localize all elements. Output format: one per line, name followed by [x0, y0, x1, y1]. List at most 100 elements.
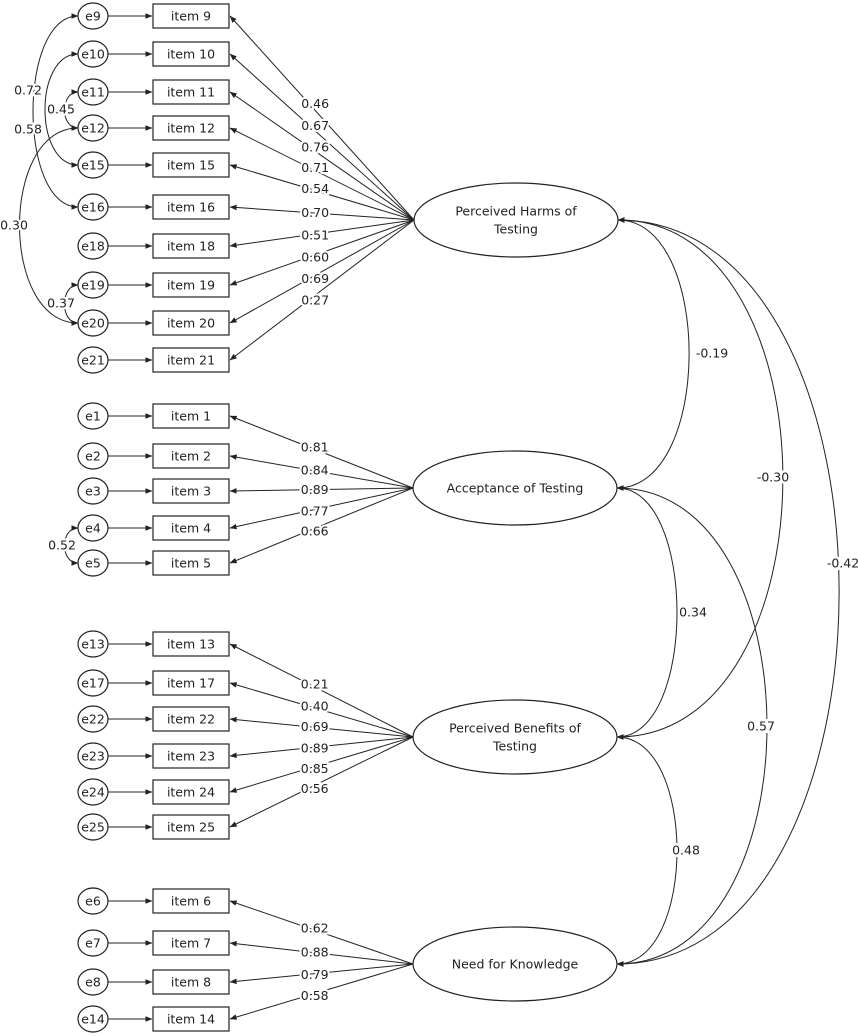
- error-term-label: e12: [81, 121, 105, 136]
- error-term-ellipse: [77, 402, 109, 430]
- latent-factor-label: Perceived Benefits of: [449, 721, 581, 736]
- observed-item-box: [152, 743, 230, 769]
- latent-factor-label: Testing: [493, 222, 538, 237]
- error-term-label: e18: [81, 239, 105, 254]
- error-covariance-value: 0.45: [47, 102, 75, 117]
- error-term-label: e19: [81, 278, 105, 293]
- factor-correlation-curve: [616, 217, 784, 740]
- error-term-label: e22: [81, 712, 105, 727]
- latent-factor-ellipse: [412, 450, 618, 526]
- error-term-ellipse: [77, 114, 109, 142]
- error-term-ellipse: [77, 309, 109, 337]
- observed-item-label: item 12: [167, 121, 215, 136]
- observed-item-box: [152, 814, 230, 840]
- factor-correlation-value: 0.34: [679, 605, 707, 620]
- error-term-label: e8: [85, 975, 101, 990]
- factor-loading-value: 0.76: [301, 140, 329, 155]
- error-term-ellipse: [77, 442, 109, 470]
- observed-item-box: [152, 310, 230, 336]
- error-term-ellipse: [77, 151, 109, 179]
- factor-loading-path: [229, 643, 414, 738]
- error-covariance-curve: [32, 13, 79, 210]
- factor-loading-path: [229, 900, 414, 965]
- latent-factor-ellipse: [412, 699, 618, 775]
- error-term-ellipse: [77, 705, 109, 733]
- factor-loading-value: 0.85: [301, 761, 329, 776]
- latent-factor-label: Perceived Harms of: [455, 204, 577, 219]
- factor-loading-value: 0.66: [301, 523, 329, 538]
- error-term-ellipse: [77, 630, 109, 658]
- factor-loading-value: 0.69: [301, 719, 329, 734]
- error-term-ellipse: [77, 968, 109, 996]
- observed-item-label: item 10: [167, 47, 215, 62]
- error-term-label: e25: [81, 820, 105, 835]
- observed-item-label: item 21: [167, 353, 215, 368]
- error-term-ellipse: [77, 887, 109, 915]
- factor-loading-path: [229, 15, 415, 221]
- factor-loading-value: 0.89: [301, 740, 329, 755]
- error-covariance-curve: [19, 125, 79, 326]
- observed-item-label: item 3: [171, 484, 211, 499]
- factor-correlation-curve: [616, 485, 678, 740]
- observed-item-label: item 17: [167, 676, 215, 691]
- error-term-label: e20: [81, 316, 105, 331]
- factor-loading-path: [229, 91, 415, 221]
- latent-factor-ellipse: [413, 182, 619, 258]
- error-covariance-value: 0.52: [48, 538, 76, 553]
- error-covariance-value: 0.37: [47, 296, 75, 311]
- observed-item-label: item 13: [167, 637, 215, 652]
- factor-loading-path: [229, 204, 415, 221]
- observed-item-box: [152, 233, 230, 259]
- observed-item-box: [152, 403, 230, 429]
- error-term-ellipse: [77, 929, 109, 957]
- factor-loading-path: [229, 963, 414, 985]
- error-covariance-value: 0.58: [14, 122, 42, 137]
- factor-loading-value: 0.89: [301, 482, 329, 497]
- factor-loading-path: [229, 736, 414, 759]
- factor-loading-value: 0.79: [301, 967, 329, 982]
- factor-loading-path: [229, 487, 414, 564]
- observed-item-label: item 20: [167, 316, 215, 331]
- factor-loading-path: [229, 487, 414, 494]
- factor-loading-path: [229, 219, 415, 286]
- error-term-ellipse: [77, 514, 109, 542]
- factor-loading-value: 0.69: [301, 271, 329, 286]
- latent-factor-label: Acceptance of Testing: [447, 481, 584, 496]
- error-term-ellipse: [77, 813, 109, 841]
- error-covariance-value: 0.72: [14, 83, 42, 98]
- error-term-ellipse: [77, 193, 109, 221]
- observed-item-label: item 8: [171, 975, 211, 990]
- factor-loading-value: 0.88: [301, 945, 329, 960]
- observed-item-label: item 25: [167, 820, 215, 835]
- observed-item-label: item 11: [167, 85, 215, 100]
- observed-item-label: item 9: [171, 9, 211, 24]
- error-term-label: e23: [81, 749, 105, 764]
- error-term-label: e9: [85, 9, 101, 24]
- observed-item-label: item 14: [167, 1012, 215, 1027]
- observed-item-box: [152, 670, 230, 696]
- observed-item-label: item 23: [167, 749, 215, 764]
- factor-loading-value: 0.46: [301, 96, 329, 111]
- factor-loading-path: [229, 682, 414, 738]
- factor-loading-path: [229, 963, 414, 1020]
- factor-loading-value: 0.56: [301, 781, 329, 796]
- latent-factor-label: Need for Knowledge: [452, 957, 579, 972]
- error-covariance-curve: [64, 282, 79, 326]
- latent-factor-ellipse: [412, 926, 618, 1002]
- factor-loading-value: 0.58: [301, 988, 329, 1003]
- factor-correlation-value: -0.30: [757, 470, 789, 485]
- factor-loading-value: 0.51: [301, 227, 329, 242]
- factor-loading-path: [229, 415, 414, 489]
- observed-item-box: [152, 779, 230, 805]
- factor-correlation-value: 0.48: [672, 843, 700, 858]
- error-term-label: e17: [81, 676, 105, 691]
- factor-loading-path: [229, 736, 414, 793]
- observed-item-box: [152, 79, 230, 105]
- observed-item-box: [152, 515, 230, 541]
- error-term-label: e7: [85, 936, 101, 951]
- factor-loading-path: [229, 127, 415, 221]
- observed-item-label: item 4: [171, 521, 211, 536]
- observed-item-label: item 15: [167, 158, 215, 173]
- observed-item-box: [152, 706, 230, 732]
- error-term-label: e5: [85, 556, 101, 571]
